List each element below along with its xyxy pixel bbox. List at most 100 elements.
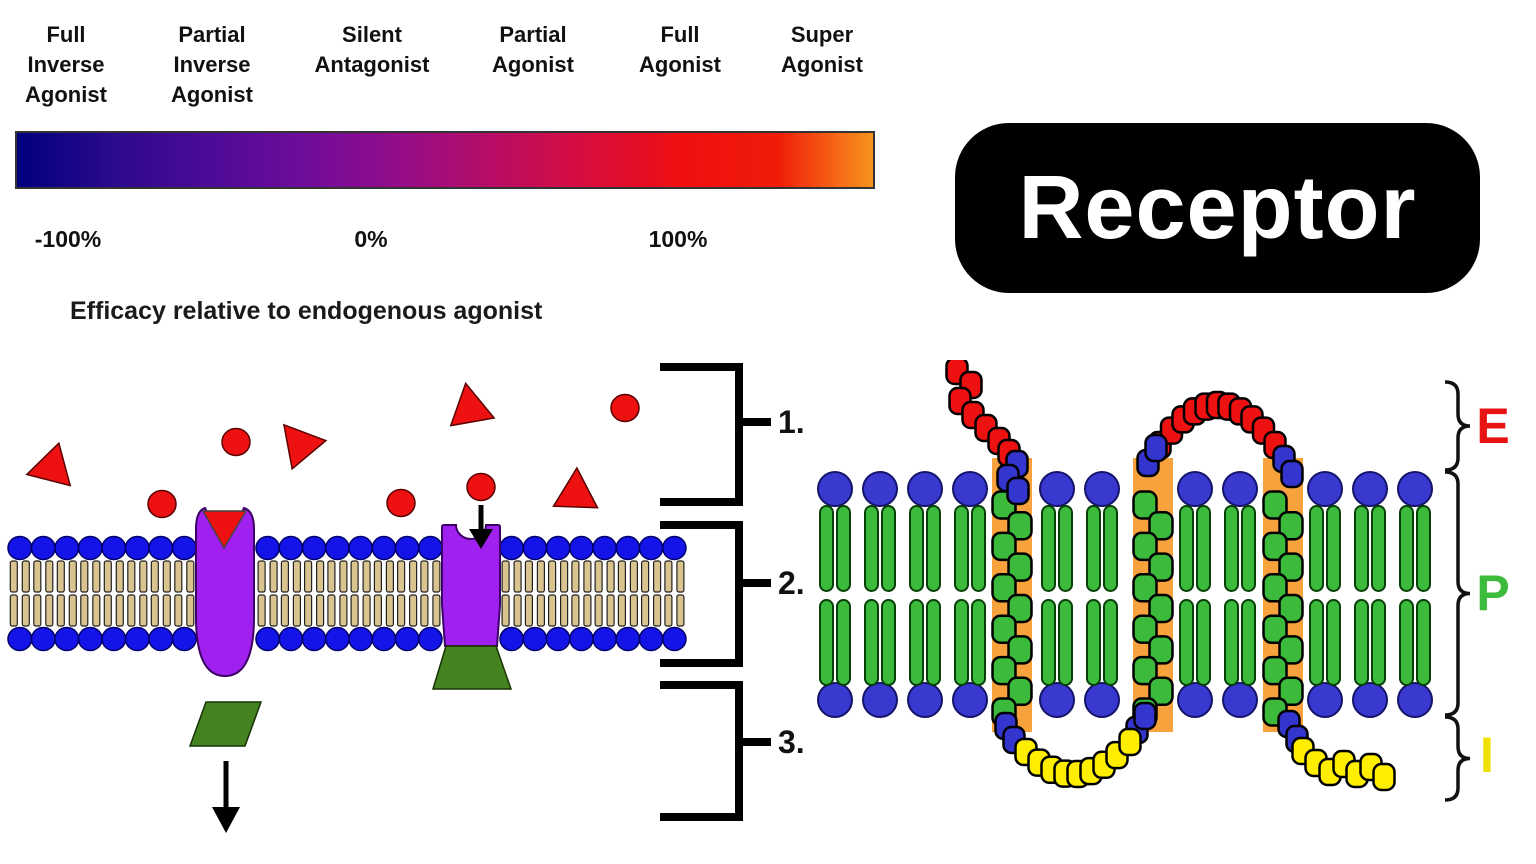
lipid-tail [583,560,592,593]
lipid-tail [594,594,603,627]
lipid-head [1307,471,1343,507]
interface-bead [1144,433,1168,463]
tm3-bead [1278,552,1304,582]
lipid-tail [1399,599,1414,686]
gradient-tick-label: -100% [34,226,102,252]
tm1-bead [1007,552,1033,582]
lipid-tail [1179,505,1194,592]
lipid-tail [676,594,685,627]
lipid-head [817,471,853,507]
lipid-tail [819,599,834,686]
lipid-tail [606,560,615,593]
lipid-bilayer-membrane [7,535,687,652]
tm3-bead [1262,490,1288,520]
gradient-tick-label: 0% [354,226,388,252]
lipid-head [124,626,150,652]
lipid-tail [385,594,394,627]
lipid-tail [103,594,112,627]
lipid-tail [68,560,77,593]
tm3-bead [1262,655,1288,686]
lipid-tail [292,560,301,593]
lipid-head [348,535,373,561]
lipid-tail [501,594,510,627]
tm1-bead [991,655,1017,686]
lipid-tail [571,560,580,593]
lipid-tail [836,505,851,592]
lipid-tail [316,594,325,627]
lipid-head [54,626,80,652]
lipid-head [148,535,174,561]
lipid-head [1222,471,1258,507]
lipid-tail [1416,599,1431,686]
tm2-bead [1132,531,1158,562]
lipid-tail [150,594,159,627]
tm3-bead [1278,593,1304,624]
c-terminus-bead [1372,762,1396,792]
region-brackets [660,363,771,821]
bracket-label-3: 3. [778,724,805,760]
lipid-head [952,682,988,718]
lipid-tail [1196,505,1211,592]
tm1-bead [1007,635,1033,665]
lipid-head [418,626,443,652]
lipid-tail [640,594,650,627]
gprotein-parallelogram [188,701,263,747]
intracellular-loop-bead [1118,727,1142,757]
lipid-head [592,535,617,561]
lipid-tail [115,560,124,593]
lipid-tail [1354,599,1369,686]
region-label-I: I [1480,727,1494,783]
lipid-tail [926,599,941,686]
red-circle-ligand [386,488,416,518]
down-arrow-icon [469,505,493,549]
lipid-tail [664,594,673,627]
spectrum-class-label: Super Agonist [781,22,863,77]
lipid-tail [269,594,278,627]
lipid-head [817,682,853,718]
lipid-head [662,535,687,561]
lipid-tail [652,594,662,627]
lipid-tail [139,594,148,627]
lipid-tail [1241,505,1256,592]
lipid-tail [385,560,394,593]
efficacy-gradient-bar [15,131,875,189]
lipid-tail [409,560,418,593]
lipid-tail [501,560,510,593]
lipid-head [325,626,350,652]
lipid-tail [1179,599,1194,686]
lipid-tail [304,594,313,627]
bracket-3 [660,681,743,821]
interface-bead [1133,701,1157,731]
red-circle-ligand [610,393,640,423]
lipid-head [255,626,280,652]
lipid-head [418,535,443,561]
receptor-title: Receptor [1018,157,1417,258]
lipid-tail [1196,599,1211,686]
lipid-head [171,626,197,652]
lipid-tail [280,560,289,593]
lipid-tail [432,594,441,627]
lipid-tail [1309,505,1324,592]
receptor-body [441,524,501,647]
lipid-head [545,535,571,561]
lipid-tail [547,594,557,627]
lipid-tail [186,560,195,593]
tm3-bead [1262,531,1288,562]
lipid-tail [1058,505,1073,592]
lipid-head [7,535,33,561]
lipid-tail [56,594,65,627]
lipid-head [325,535,350,561]
tm2-bead [1132,573,1158,603]
lipid-head [1177,682,1213,718]
lipid-head [638,626,664,652]
tm3-bead [1262,614,1288,644]
lipid-tail [819,505,834,592]
bound-red-triangle-ligand [201,510,248,550]
tm2-bead [1148,510,1174,541]
lipid-tail [373,594,382,627]
lipid-tail [1224,505,1239,592]
spectrum-class-label: Partial Inverse Agonist [171,22,253,107]
lipid-tail [559,594,569,627]
lipid-tail [373,560,382,593]
